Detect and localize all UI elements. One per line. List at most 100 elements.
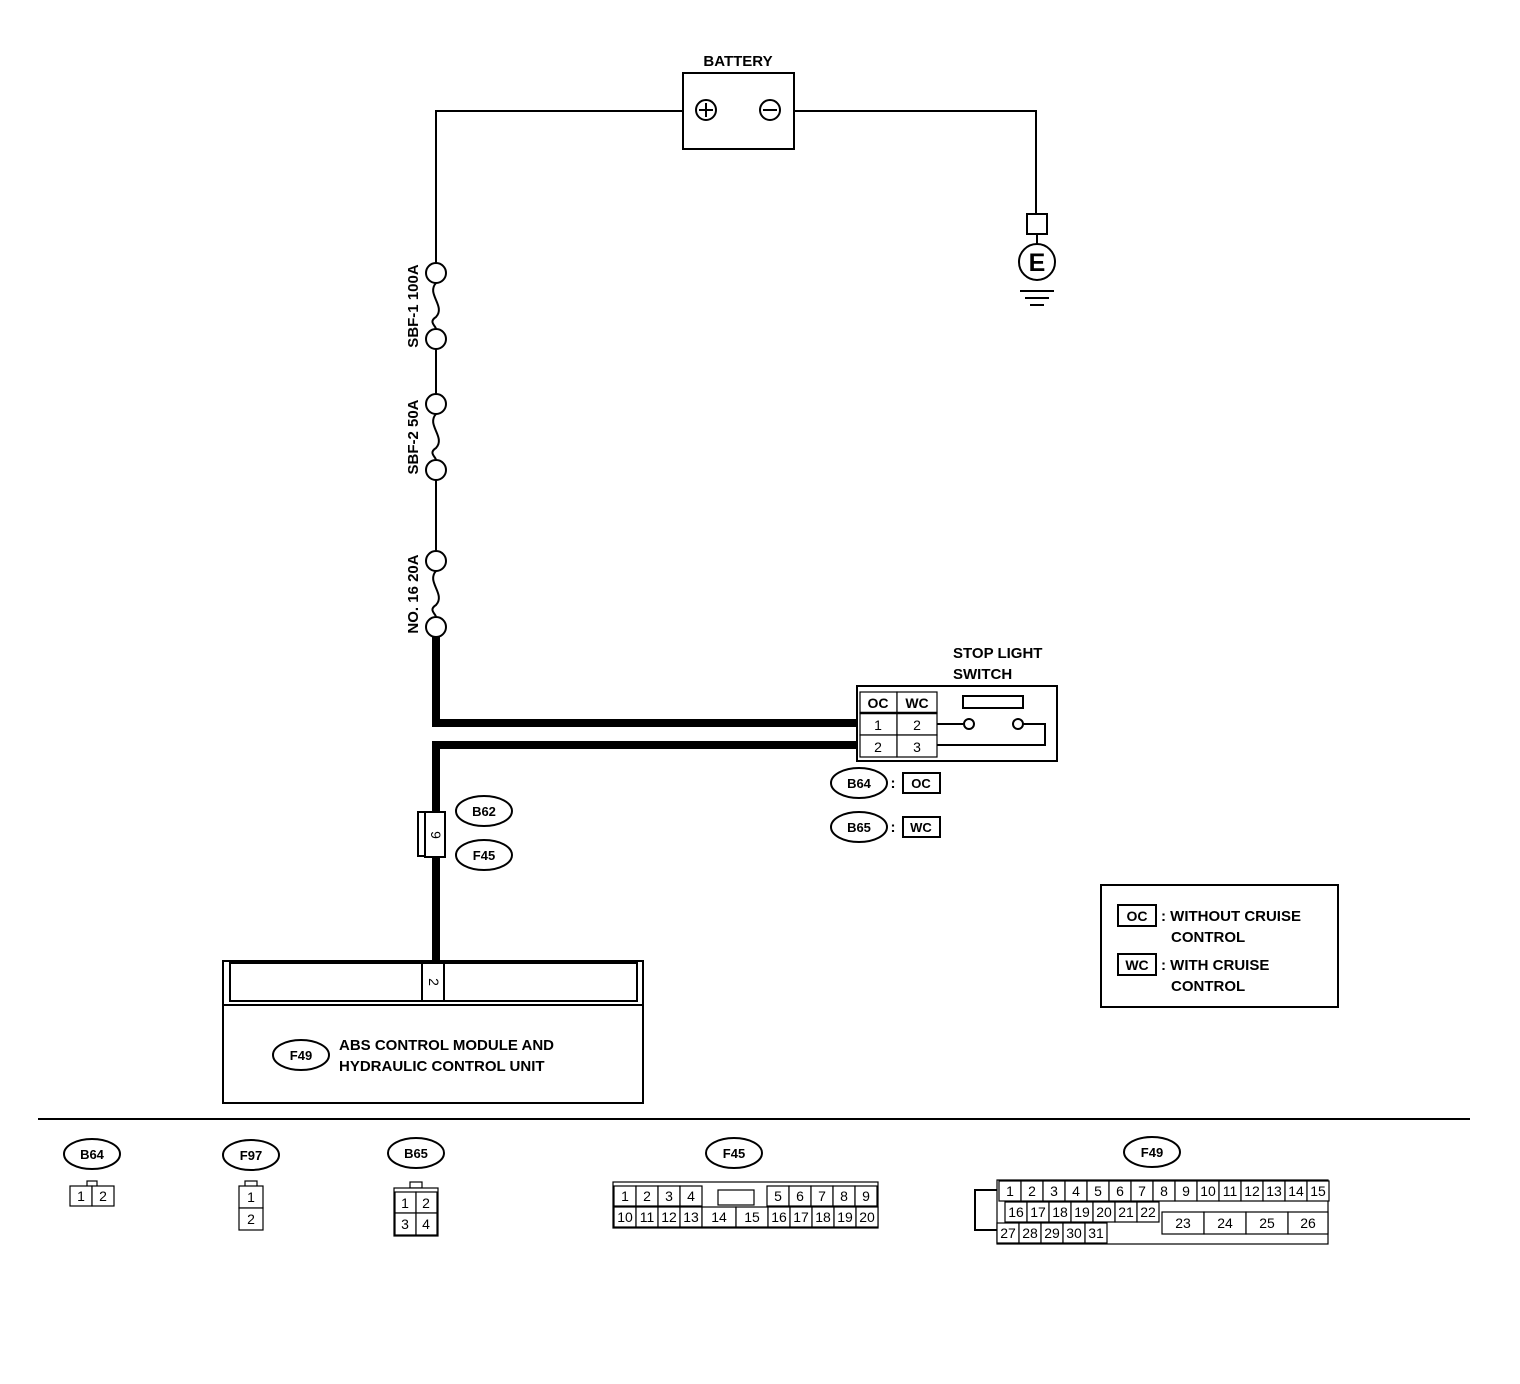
connector-view-f97: F97 1 2 — [222, 1139, 280, 1231]
pin-number: 24 — [1217, 1215, 1233, 1231]
battery: BATTERY — [682, 53, 795, 150]
svg-text::: : — [891, 819, 896, 836]
pin-number: 16 — [1008, 1204, 1024, 1220]
stop-light-switch: STOP LIGHT SWITCH OC WC 1 2 2 3 — [856, 645, 1058, 762]
battery-minus-icon — [759, 99, 781, 121]
connector-view-b65: B65 1 2 3 4 — [387, 1137, 445, 1237]
pin-number: 31 — [1088, 1225, 1104, 1241]
pin-number: 29 — [1044, 1225, 1060, 1241]
pin-number: 11 — [1223, 1183, 1238, 1199]
pin-number: 1 — [1006, 1183, 1014, 1199]
ground-wire: E — [794, 110, 1056, 306]
pin-number: 25 — [1259, 1215, 1275, 1231]
connector-id: F45 — [723, 1146, 745, 1161]
pin-number: 2 — [247, 1211, 255, 1227]
pin-number: 19 — [1074, 1204, 1090, 1220]
pin-number: 7 — [1138, 1183, 1146, 1199]
switch-contact-icon — [937, 695, 1046, 746]
pin-number: 8 — [840, 1188, 848, 1204]
pin-number: 1 — [77, 1188, 85, 1204]
abs-unit-label: ABS CONTROL MODULE AND — [339, 1037, 554, 1054]
pin-number: 20 — [859, 1209, 875, 1225]
pin-number: 14 — [711, 1209, 727, 1225]
abs-control-module: 2 F49 ABS CONTROL MODULE AND HYDRAULIC C… — [222, 960, 644, 1104]
pin-number: 27 — [1000, 1225, 1016, 1241]
stop-light-switch-label: STOP LIGHT — [953, 645, 1042, 662]
oc-header: OC — [868, 695, 889, 711]
pin-number: 17 — [793, 1209, 809, 1225]
connector-id: F45 — [473, 848, 495, 863]
connector-id: F97 — [240, 1148, 262, 1163]
pin-number: 5 — [774, 1188, 782, 1204]
pin-number: 2 — [913, 717, 921, 733]
pin-number: 4 — [687, 1188, 695, 1204]
pin-number: 4 — [422, 1216, 430, 1232]
pin-number: 6 — [1116, 1183, 1124, 1199]
pin-number: 3 — [913, 739, 921, 755]
variant-code: OC — [911, 776, 931, 791]
fuse-label: SBF-1 100A — [405, 264, 422, 348]
legend-text: CONTROL — [1171, 978, 1245, 995]
connector-id: B65 — [847, 820, 871, 835]
power-feed-wire — [435, 110, 683, 551]
pin-number: 10 — [1200, 1183, 1216, 1199]
pin-number: 2 — [422, 1195, 430, 1211]
ground-terminal — [1026, 213, 1048, 235]
pin-number: 3 — [665, 1188, 673, 1204]
battery-plus-icon — [695, 99, 717, 121]
pin-number: 23 — [1175, 1215, 1191, 1231]
switch-connector-b64: B64 : OC — [830, 767, 941, 799]
pin-number: 26 — [1300, 1215, 1316, 1231]
connector-id: B64 — [80, 1147, 105, 1162]
harness-wires — [432, 637, 860, 965]
pin-number: 3 — [401, 1216, 409, 1232]
pin-number: 13 — [683, 1209, 699, 1225]
pin-number: 6 — [796, 1188, 804, 1204]
fuse-sbf-2: SBF-2 50A — [405, 393, 447, 481]
pin-number: 12 — [1244, 1183, 1260, 1199]
pin-number: 14 — [1288, 1183, 1304, 1199]
battery-label: BATTERY — [703, 53, 772, 70]
legend-text: CONTROL — [1171, 929, 1245, 946]
pin-number: 1 — [621, 1188, 629, 1204]
pin-number: 17 — [1030, 1204, 1046, 1220]
pin-number: 22 — [1140, 1204, 1156, 1220]
inline-connector-b62-f45: 9 B62 F45 — [417, 795, 513, 871]
legend: OC : WITHOUT CRUISE CONTROL WC : WITH CR… — [1100, 884, 1339, 1008]
pin-number: 1 — [874, 717, 882, 733]
fuse-sbf-1: SBF-1 100A — [405, 262, 447, 350]
pin-number: 18 — [1052, 1204, 1068, 1220]
pin-number: 19 — [837, 1209, 853, 1225]
pin-number: 4 — [1072, 1183, 1080, 1199]
pin-number: 2 — [874, 739, 882, 755]
fuse-label: SBF-2 50A — [405, 399, 422, 474]
pin-number: 28 — [1022, 1225, 1038, 1241]
wc-header: WC — [905, 695, 928, 711]
pin-number: 18 — [815, 1209, 831, 1225]
pin-number: 1 — [247, 1189, 255, 1205]
legend-code: WC — [1125, 957, 1148, 973]
legend-code: OC — [1127, 908, 1148, 924]
connector-id: B64 — [847, 776, 872, 791]
pin-number: 2 — [1028, 1183, 1036, 1199]
pin-number: 11 — [640, 1209, 655, 1225]
connector-id: F49 — [1141, 1145, 1163, 1160]
switch-connector-b65: B65 : WC — [830, 811, 941, 843]
pin-number: 30 — [1066, 1225, 1082, 1241]
connector-id: F49 — [290, 1048, 312, 1063]
pin-number: 13 — [1266, 1183, 1282, 1199]
pin-number: 21 — [1118, 1204, 1134, 1220]
pin-number: 5 — [1094, 1183, 1102, 1199]
connector-view-b64: B64 1 2 — [63, 1138, 121, 1207]
fuse-label: NO. 16 20A — [405, 554, 422, 633]
pin-number: 8 — [1160, 1183, 1168, 1199]
variant-code: WC — [910, 820, 932, 835]
pin-number: 16 — [771, 1209, 787, 1225]
pin-number: 12 — [661, 1209, 677, 1225]
ground-icon — [1018, 243, 1056, 281]
pin-number: 2 — [99, 1188, 107, 1204]
connector-id: B62 — [472, 804, 496, 819]
pin-number: 15 — [1310, 1183, 1326, 1199]
